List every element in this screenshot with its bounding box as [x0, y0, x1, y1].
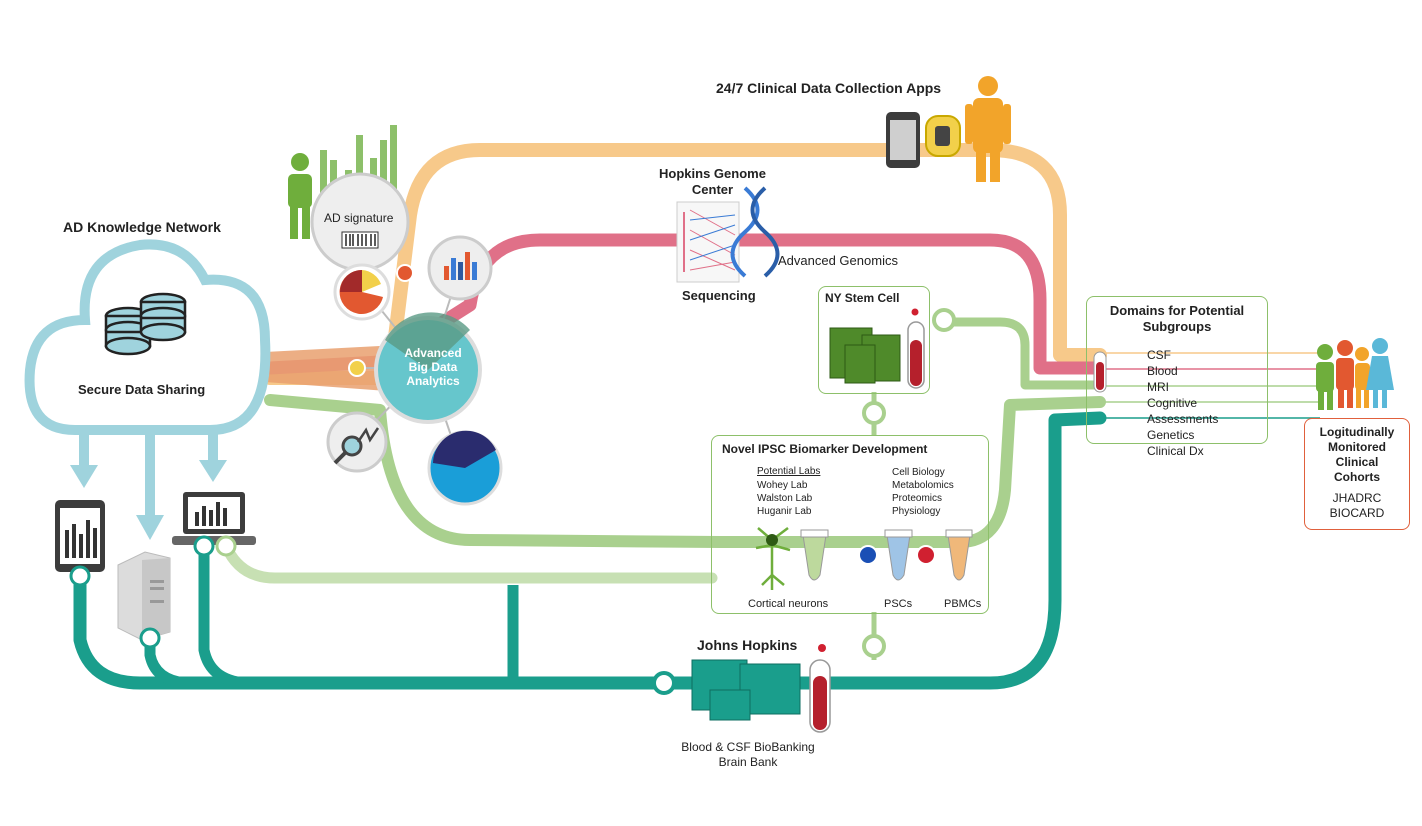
lab-item: Wohey Lab — [757, 480, 808, 491]
stem-cell-pipeline — [935, 317, 1105, 390]
bar-chart-bars — [444, 252, 477, 280]
method-item: Cell Biology — [892, 467, 945, 478]
laptop-node — [193, 535, 215, 557]
labs-header: Potential Labs — [757, 466, 821, 477]
family-icon — [1316, 338, 1394, 410]
barcode-lines — [345, 234, 376, 246]
secure-sharing-label: Secure Data Sharing — [78, 382, 206, 397]
pie-slice-yellow — [362, 270, 381, 292]
ipsc-box: Novel IPSC Biomarker Development Cell Bi… — [711, 435, 989, 614]
domain-lines — [1100, 352, 1320, 419]
psc-cell-icon — [858, 545, 878, 565]
domains-title: Domains for Potential Subgroups — [1109, 303, 1245, 334]
sequencing-lines — [689, 209, 736, 271]
yellow-node — [348, 359, 366, 377]
method-item: Proteomics — [892, 493, 943, 504]
cohort-names: JHADRC BIOCARD — [1329, 491, 1385, 520]
pie-slice-dark — [340, 270, 362, 292]
stem-cell-node — [932, 308, 956, 332]
blood-drop — [911, 308, 919, 316]
domain-item: Cognitive Assessments — [1147, 396, 1219, 426]
laptop-green-node — [215, 535, 237, 557]
domain-item: Clinical Dx — [1147, 444, 1204, 458]
labs-list: Wohey Lab Walston Lab Huganir Lab — [757, 479, 812, 518]
database-icon — [104, 292, 187, 356]
advanced-genomics-label: Advanced Genomics — [778, 253, 898, 268]
server-icon — [117, 551, 171, 641]
biobank-label: Blood & CSF BioBanking Brain Bank — [681, 740, 815, 769]
doctor-icon — [965, 76, 1011, 182]
magnifier-lens — [341, 435, 363, 457]
cortical-neurons-label: Cortical neurons — [748, 598, 829, 610]
ipsc-lower-node — [862, 634, 886, 658]
method-item: Physiology — [892, 506, 941, 517]
donut-slice — [433, 430, 496, 468]
sequencing-label: Sequencing — [682, 288, 756, 303]
ipsc-methods-list: Cell Biology Metabolomics Proteomics Phy… — [892, 466, 954, 518]
pbmc-label: PBMCs — [944, 598, 982, 610]
orange-node — [396, 264, 414, 282]
data-flow-wedge — [265, 345, 400, 392]
sequencing-image — [676, 201, 740, 283]
person-icon — [288, 153, 312, 239]
hospital-icon — [691, 659, 801, 721]
server-teal-pipe — [144, 640, 186, 689]
ny-stem-cell-title: NY Stem Cell — [825, 291, 900, 305]
neuron-tube-icon — [800, 529, 829, 581]
ad-signature-label: AD signature — [324, 211, 394, 225]
ipsc-title: Novel IPSC Biomarker Development — [722, 442, 928, 456]
stem-cell-lower-node — [862, 401, 886, 425]
domains-list: CSF Blood MRI Cognitive Assessments Gene… — [1147, 347, 1267, 459]
magnifier-handle — [333, 451, 347, 465]
domain-item: CSF — [1147, 348, 1171, 362]
method-item: Metabolomics — [892, 480, 954, 491]
cohorts-box: Logitudinally Monitored Clinical Cohorts… — [1304, 418, 1410, 530]
lab-item: Huganir Lab — [757, 506, 812, 517]
domains-box: Domains for Potential Subgroups CSF Bloo… — [1086, 296, 1268, 458]
stem-cell-building — [829, 327, 901, 384]
psc-tube-icon — [884, 529, 913, 581]
barcode-icon — [341, 231, 379, 249]
laptop-icon — [172, 492, 256, 545]
psc-label: PSCs — [884, 598, 913, 610]
clinical-apps-title: 24/7 Clinical Data Collection Apps — [716, 80, 942, 96]
neuron-soma — [766, 534, 778, 546]
domain-item: MRI — [1147, 380, 1169, 394]
domain-item: Blood — [1147, 364, 1178, 378]
johns-hopkins-title: Johns Hopkins — [697, 637, 798, 653]
wearable-icon — [925, 115, 961, 157]
analytics-label: Advanced Big Data Analytics — [404, 346, 462, 388]
laptop-teal-pipe — [198, 550, 246, 689]
laptop-ipsc-pipeline — [220, 540, 718, 584]
biobank-tube-icon — [809, 659, 831, 733]
pbmc-tube-icon — [945, 529, 973, 581]
ad-network-title: AD Knowledge Network — [63, 219, 221, 235]
server-node — [139, 627, 161, 649]
trend-line — [356, 427, 380, 443]
ny-stem-cell-box: NY Stem Cell — [818, 286, 930, 394]
lab-item: Walston Lab — [757, 493, 813, 504]
pbmc-cell-icon — [916, 545, 936, 565]
biobank-blood-drop — [818, 644, 826, 652]
test-tube-icon — [907, 321, 925, 389]
phone-icon — [886, 112, 920, 168]
tablet-node — [69, 565, 91, 587]
biobank-node — [652, 671, 676, 695]
analytics-hub-shade — [385, 312, 470, 370]
biobank-pipeline — [73, 411, 1107, 690]
domains-tube-icon — [1093, 351, 1107, 393]
ipsc-pipeline — [264, 394, 1106, 548]
genome-center-title: Hopkins Genome Center — [659, 166, 766, 197]
dna-icon — [730, 186, 780, 278]
domain-item: Genetics — [1147, 428, 1195, 442]
cohorts-title: Logitudinally Monitored Clinical Cohorts — [1319, 425, 1395, 484]
cloud-arrows — [70, 425, 227, 540]
tablet-icon — [55, 500, 105, 572]
